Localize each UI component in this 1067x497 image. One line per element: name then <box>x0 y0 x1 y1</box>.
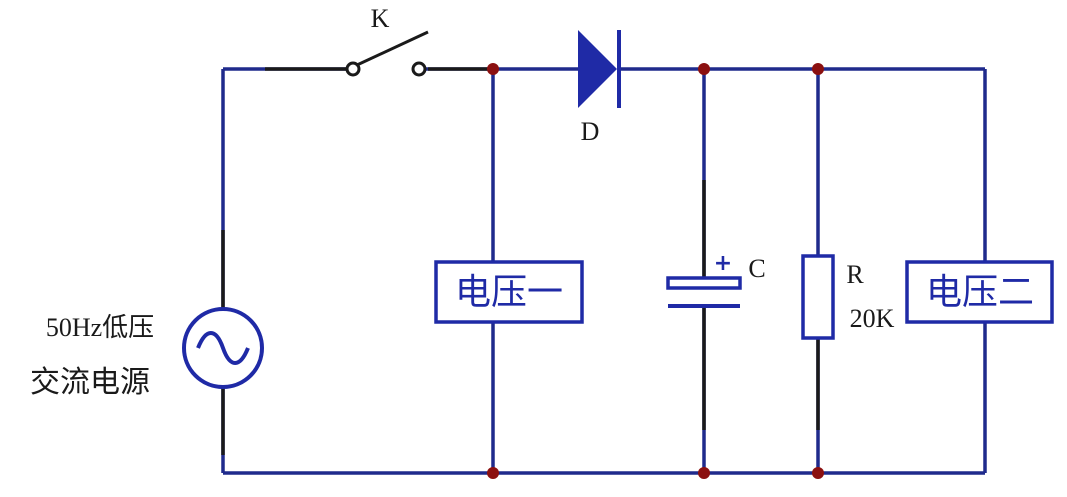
junction-top-res <box>812 63 824 75</box>
voltmeter-1-label: 电压一 <box>455 272 563 312</box>
resistor-value: 20K <box>850 304 895 333</box>
diode-triangle <box>578 30 617 108</box>
wires <box>221 67 987 475</box>
capacitor-c: + C <box>666 251 766 308</box>
junction-bottom-res <box>812 467 824 479</box>
switch-terminal-left <box>345 61 361 77</box>
capacitor-plate-top <box>666 276 742 290</box>
voltmeter-2: 电压二 <box>905 260 1054 324</box>
wire-dark-segments <box>221 67 820 455</box>
voltmeter-1-box <box>434 260 584 324</box>
capacitor-label: C <box>748 254 765 283</box>
resistor-name: R <box>846 260 864 289</box>
diode-d: D <box>578 30 621 146</box>
junction-bottom-cap <box>698 467 710 479</box>
diode-label: D <box>581 117 600 146</box>
junction-bottom-meter1 <box>487 467 499 479</box>
voltmeter-1: 电压一 <box>434 260 584 324</box>
source-label-line1: 50Hz低压 <box>46 313 154 342</box>
source-label-line2: 交流电源 <box>30 366 150 399</box>
junction-top-meter1 <box>487 63 499 75</box>
resistor-body <box>801 254 835 340</box>
switch-k: K <box>345 4 429 77</box>
switch-label: K <box>371 4 390 33</box>
junction-top-cap <box>698 63 710 75</box>
junctions <box>487 63 824 479</box>
switch-terminal-right <box>411 61 427 77</box>
voltmeter-2-box <box>905 260 1054 324</box>
resistor-r: R 20K <box>801 254 895 340</box>
switch-blade <box>356 30 429 67</box>
capacitor-polarity: + <box>714 251 732 276</box>
voltmeter-2-label: 电压二 <box>926 272 1034 312</box>
ac-source: 50Hz低压 交流电源 <box>30 307 264 399</box>
sine-wave-icon <box>196 331 250 365</box>
